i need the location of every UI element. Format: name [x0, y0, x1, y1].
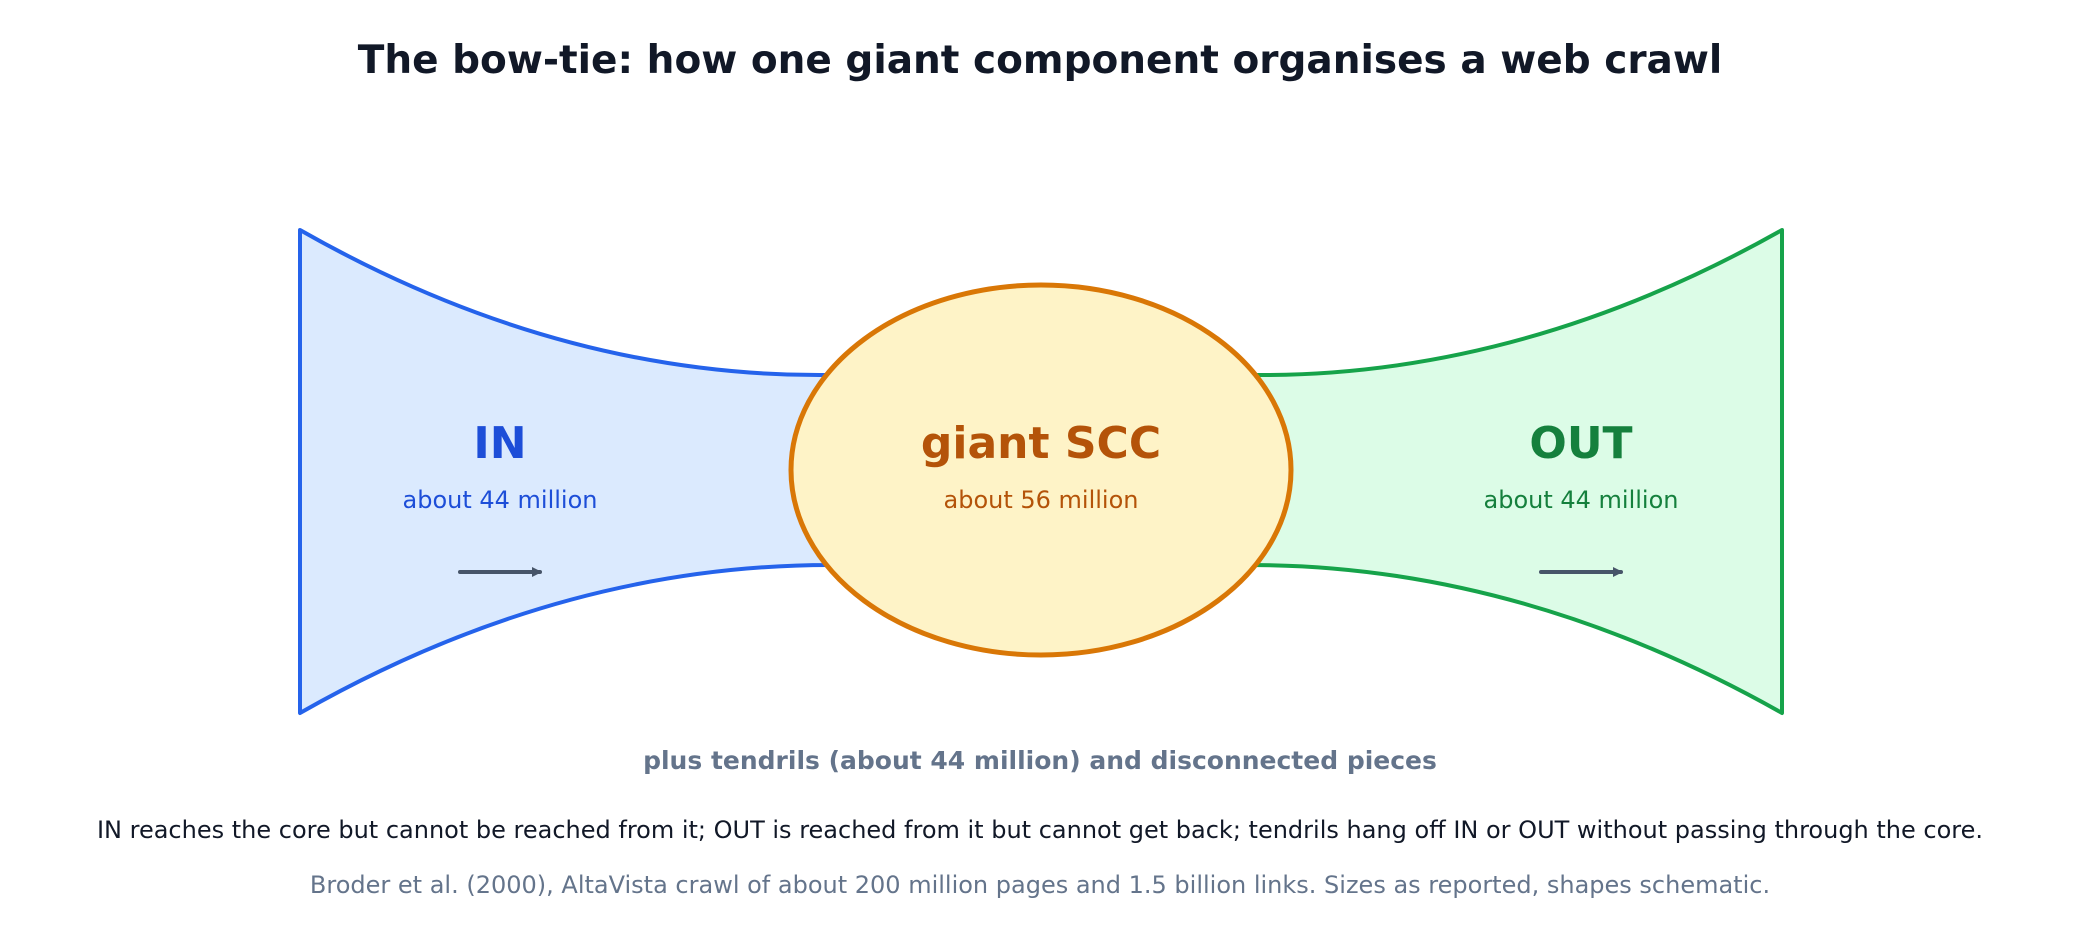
giant-scc-size: about 56 million	[944, 486, 1139, 514]
in-label: IN	[473, 418, 526, 469]
tendrils-note: plus tendrils (about 44 million) and dis…	[643, 746, 1437, 775]
source-citation: Broder et al. (2000), AltaVista crawl of…	[309, 871, 1771, 899]
giant-scc-label: giant SCC	[921, 418, 1161, 469]
diagram-title: The bow-tie: how one giant component org…	[357, 38, 1723, 83]
giant-scc-region	[788, 282, 1294, 658]
in-size: about 44 million	[403, 486, 598, 514]
out-size: about 44 million	[1484, 486, 1679, 514]
explanation-text: IN reaches the core but cannot be reache…	[96, 816, 1984, 844]
out-label: OUT	[1529, 418, 1632, 469]
out-region	[1248, 228, 1784, 715]
in-region	[298, 228, 832, 715]
